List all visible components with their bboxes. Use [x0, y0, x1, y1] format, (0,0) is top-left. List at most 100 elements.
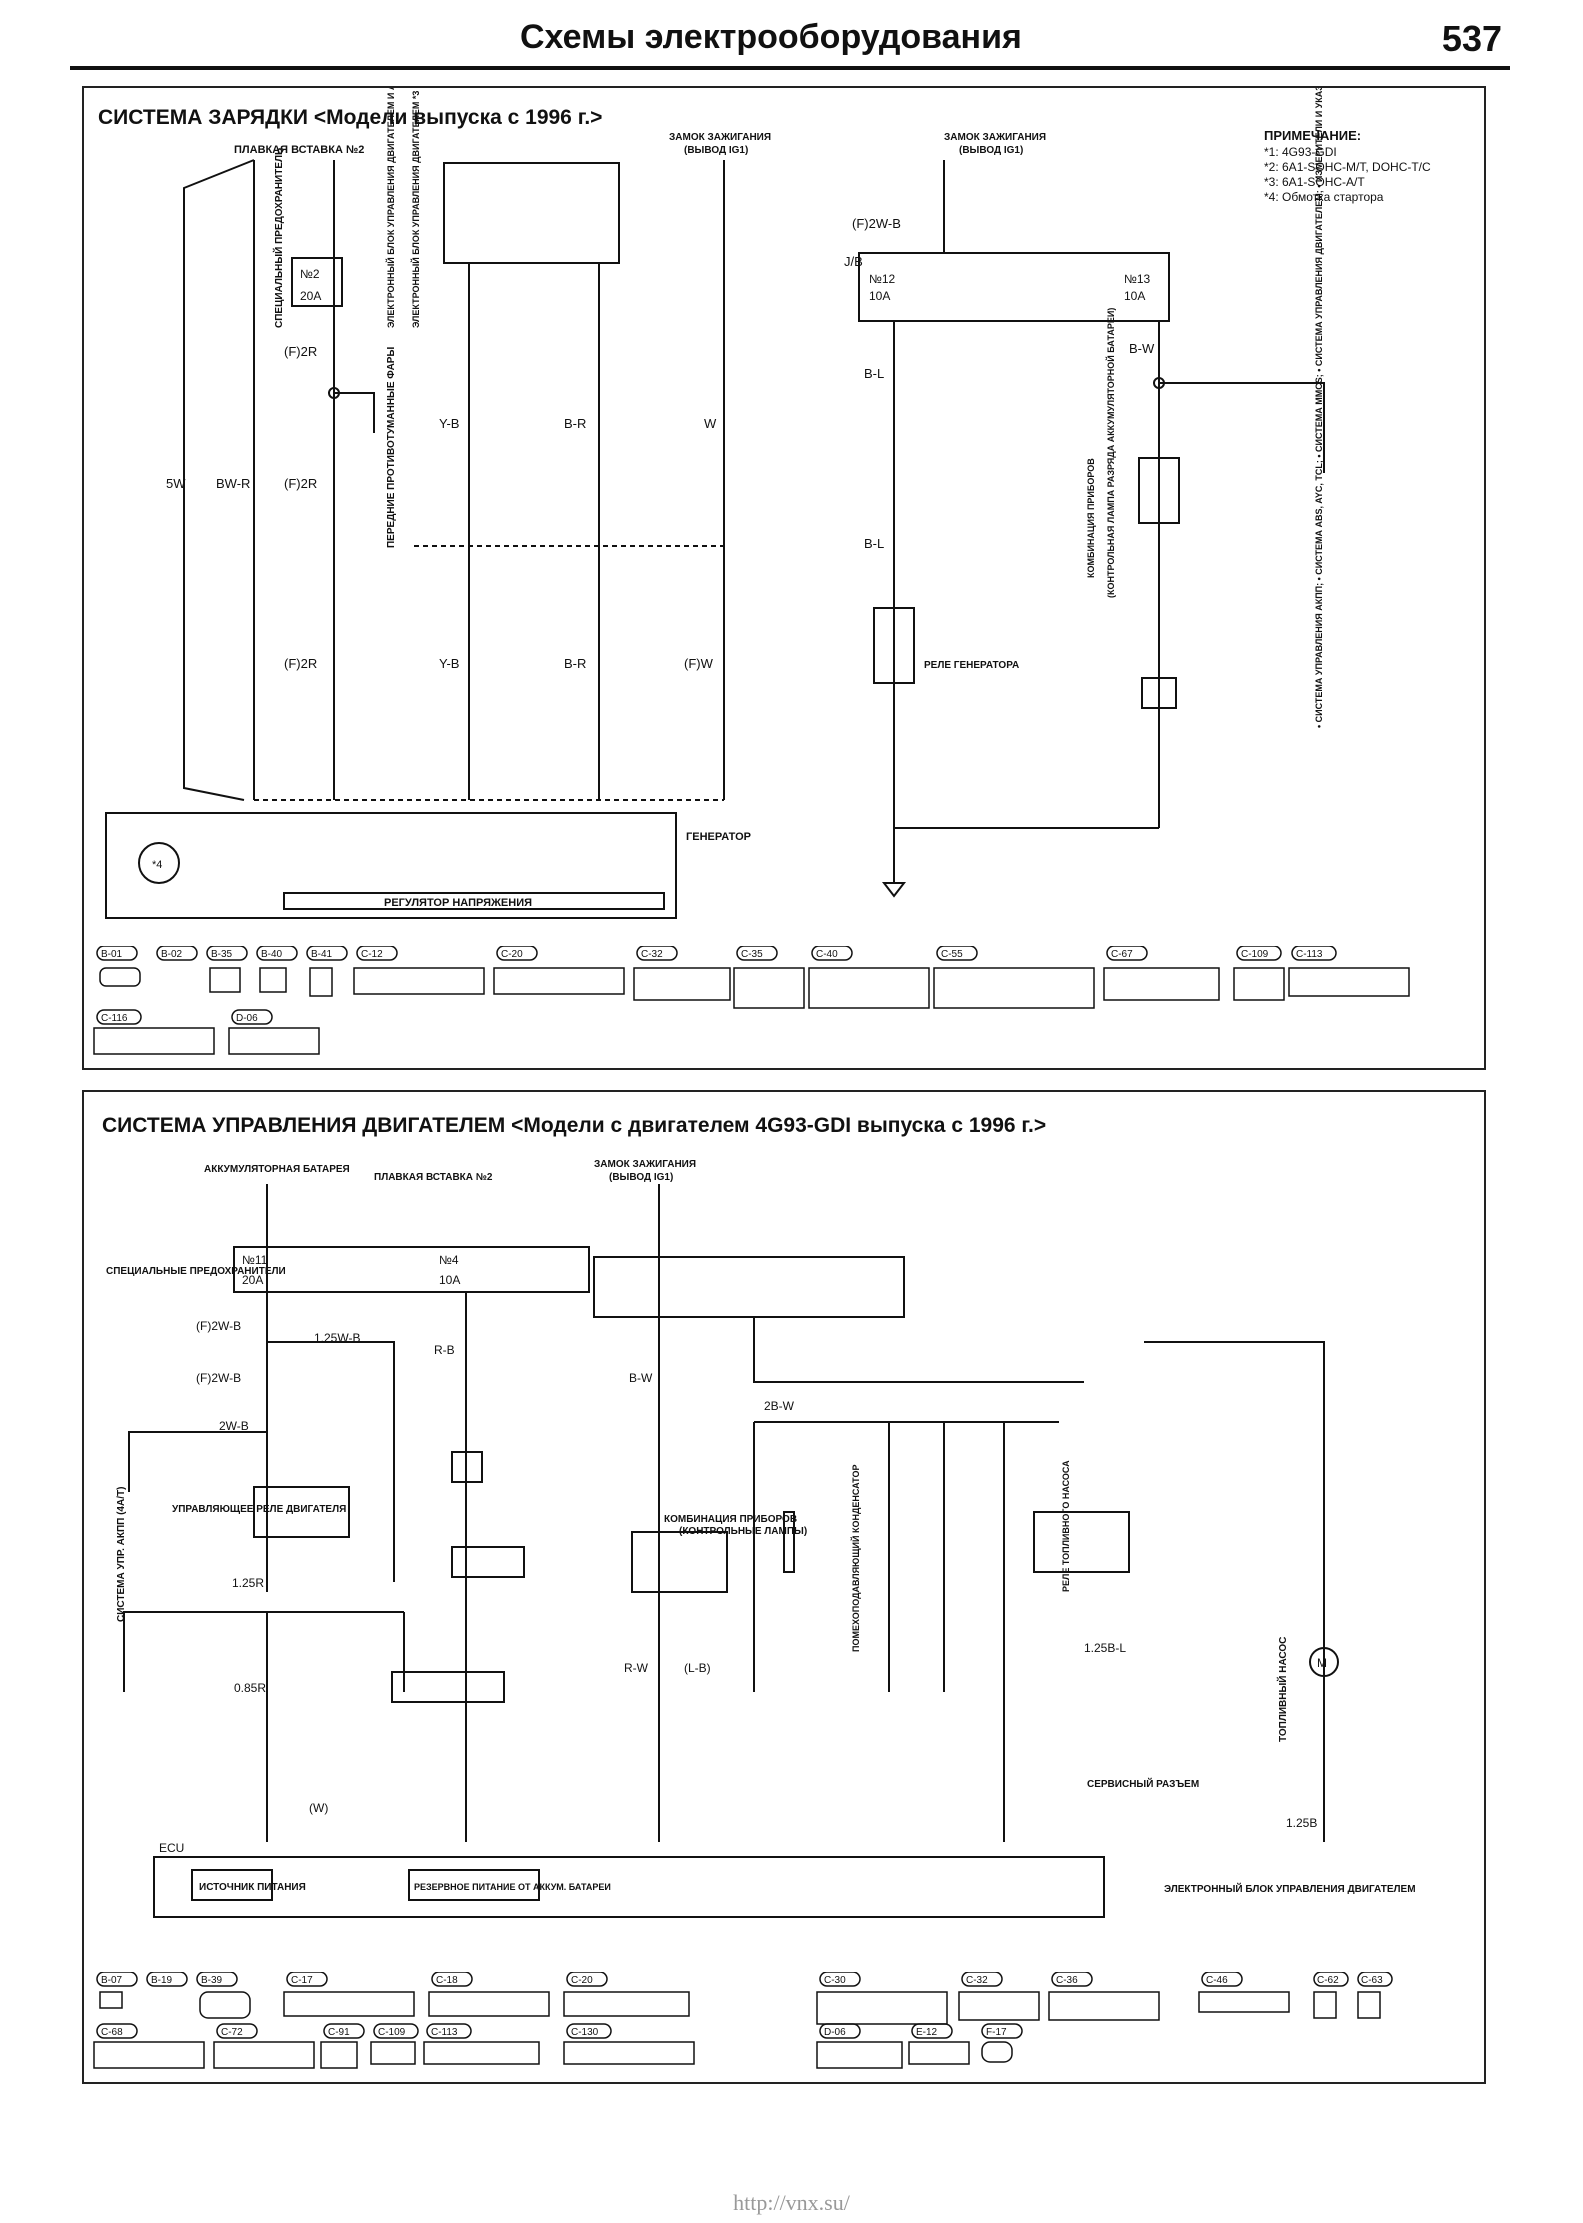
engine-control-schematic: АККУМУЛЯТОРНАЯ БАТАРЕЯ ПЛАВКАЯ ВСТАВКА №… [106, 1159, 1416, 1918]
svg-text:C-91: C-91 [328, 2027, 350, 2038]
svg-text:20A: 20A [300, 289, 321, 303]
ign-switch-label-2: ЗАМОК ЗАЖИГАНИЯ [944, 132, 1046, 143]
wire-label-125r: 1.25R [232, 1576, 264, 1590]
wire-label-f2r-1: (F)2R [284, 344, 317, 359]
svg-text:C-30: C-30 [824, 1975, 846, 1986]
charging-system-schematic: ПЛАВКАЯ ВСТАВКА №2 ЗАМОК ЗАЖИГАНИЯ (ВЫВО… [105, 88, 1431, 919]
ign-out-label-3: (ВЫВОД IG1) [609, 1172, 673, 1183]
fusible-link-label-2: ПЛАВКАЯ ВСТАВКА №2 [374, 1172, 493, 1183]
page-title: Схемы электрооборудования [520, 18, 1022, 56]
svg-text:C-116: C-116 [101, 1013, 128, 1024]
svg-text:№4: №4 [439, 1253, 459, 1267]
connector-c109b: C-109 [370, 2023, 419, 2065]
connector-c20b: C-20 [563, 1971, 690, 2017]
wire-label-br-2: B-R [564, 656, 586, 671]
ign-switch-label-3: ЗАМОК ЗАЖИГАНИЯ [594, 1159, 696, 1170]
svg-text:B-35: B-35 [211, 949, 233, 960]
connector-b01: B-01 [96, 945, 141, 987]
ign-switch-label: ЗАМОК ЗАЖИГАНИЯ [669, 132, 771, 143]
systems-branch [1159, 382, 1325, 473]
special-fuses-box [233, 1246, 590, 1293]
ecu-label: ЭЛЕКТРОННЫЙ БЛОК УПРАВЛЕНИЯ ДВИГАТЕЛЕМ [1164, 1882, 1416, 1895]
note-line-4: *4: Обмотка стартора [1264, 190, 1384, 204]
source-url: http://vnx.su/ [733, 2190, 850, 2215]
svg-text:D-06: D-06 [824, 2027, 846, 2038]
svg-text:№11: №11 [242, 1253, 268, 1267]
wire-label-f2wb: (F)2W-B [852, 216, 901, 231]
connector-c63: C-63 [1357, 1971, 1393, 2019]
wire-label-w: W [704, 416, 717, 431]
svg-text:B-02: B-02 [161, 949, 183, 960]
svg-text:B-07: B-07 [101, 1975, 123, 1986]
wire-label-125b: 1.25B [1286, 1816, 1317, 1830]
backup-label: РЕЗЕРВНОЕ ПИТАНИЕ ОТ АККУМ. БАТАРЕИ [414, 1882, 611, 1892]
wire-label-f2wb-a: (F)2W-B [196, 1319, 241, 1333]
note-heading: ПРИМЕЧАНИЕ: [1264, 128, 1361, 143]
svg-text:C-130: C-130 [571, 2027, 599, 2038]
alt-relay-box [873, 607, 915, 684]
svg-text:F-17: F-17 [986, 2027, 1007, 2038]
connector-b07: B-07 [96, 1971, 138, 2009]
jc6-box [451, 1451, 483, 1483]
fuel-pump-relay-box [1033, 1511, 1130, 1573]
ecu-vertical-label: ЭЛЕКТРОННЫЙ БЛОК УПРАВЛЕНИЯ ДВИГАТЕЛЕМ И… [385, 88, 396, 328]
connector-c116: C-116 [93, 1009, 215, 1055]
note-line-2: *2: 6A1-SOHC-M/T, DOHC-T/C [1264, 160, 1431, 174]
svg-text:C-17: C-17 [291, 1975, 313, 1986]
connector-b02: B-02 [156, 945, 198, 961]
svg-text:№2: №2 [300, 267, 320, 281]
svg-text:C-113: C-113 [1296, 949, 1323, 960]
connector-b41: B-41 [306, 945, 348, 997]
atm-branch [128, 1431, 267, 1492]
svg-text:C-18: C-18 [436, 1975, 458, 1986]
wire-label-f2wb-b: (F)2W-B [196, 1371, 241, 1385]
connector-c36: C-36 [1048, 1971, 1160, 2021]
svg-text:№12: №12 [869, 272, 896, 286]
wire-label-5w: 5W [166, 476, 186, 491]
connector-e12: E-12 [908, 2023, 970, 2065]
power-src-box [191, 1869, 273, 1901]
fog-branch [334, 392, 375, 433]
svg-text:D-06: D-06 [236, 1013, 258, 1024]
generator-label: ГЕНЕРАТОР [686, 831, 751, 843]
engine-control-panel: СИСТЕМА УПРАВЛЕНИЯ ДВИГАТЕЛЕМ <Модели с … [82, 1090, 1486, 2084]
connector-c32b: C-32 [958, 1971, 1040, 2021]
wire-label-w2: (W) [309, 1801, 328, 1815]
connector-strip-2: B-07 B-19 B-39 C-17 C-18 C-20 C-30 C-32 … [92, 1971, 1482, 2072]
connector-c46: C-46 [1198, 1971, 1290, 2013]
special-fuse-box [291, 257, 343, 307]
note-line-3: *3: 6A1-SOHC-A/T [1264, 175, 1365, 189]
svg-text:B-39: B-39 [201, 1975, 223, 1986]
combination-label-3: КОМБИНАЦИЯ ПРИБОРОВ [664, 1514, 797, 1525]
wire-label-rw: R-W [624, 1661, 649, 1675]
power-src-label: ИСТОЧНИК ПИТАНИЯ [199, 1882, 306, 1893]
combination-label-2: (КОНТРОЛЬНАЯ ЛАМПА РАЗРЯДА АККУМУЛЯТОРНО… [1105, 308, 1116, 598]
svg-text:C-113: C-113 [431, 2027, 458, 2038]
ecu-short-label: ECU [159, 1841, 184, 1855]
special-fuses-label: СПЕЦИАЛЬНЫЕ ПРЕДОХРАНИТЕЛИ [106, 1266, 286, 1277]
note-line-1: *1: 4G93-GDI [1264, 145, 1337, 159]
svg-text:C-72: C-72 [221, 2027, 243, 2038]
connector-c68: C-68 [93, 2023, 205, 2069]
svg-text:C-109: C-109 [378, 2027, 406, 2038]
ecu-box [443, 162, 620, 264]
connector-c67: C-67 [1103, 945, 1220, 1001]
svg-text:C-46: C-46 [1206, 1975, 1228, 1986]
svg-text:B-01: B-01 [101, 949, 123, 960]
connector-c40: C-40 [808, 945, 930, 1009]
fuel-pump-relay-label: РЕЛЕ ТОПЛИВНОГО НАСОСА [1061, 1460, 1071, 1592]
combination-box [1138, 457, 1180, 524]
wire-label-yb-2: Y-B [439, 656, 459, 671]
svg-text:10A: 10A [869, 289, 890, 303]
starter-winding [138, 842, 180, 884]
connector-b35: B-35 [206, 945, 248, 993]
connector-c109: C-109 [1233, 945, 1285, 1001]
condenser [783, 1511, 795, 1573]
connector-c30: C-30 [816, 1971, 948, 2025]
charging-system-panel: СИСТЕМА ЗАРЯДКИ <Модели выпуска с 1996 г… [82, 86, 1486, 1070]
ign-out-label-2: (ВЫВОД IG1) [959, 145, 1023, 156]
wire-label-f2r-2: (F)2R [284, 476, 317, 491]
svg-text:10A: 10A [439, 1273, 460, 1287]
connector-c55: C-55 [933, 945, 1095, 1009]
connector-d06b: D-06 [816, 2023, 903, 2069]
